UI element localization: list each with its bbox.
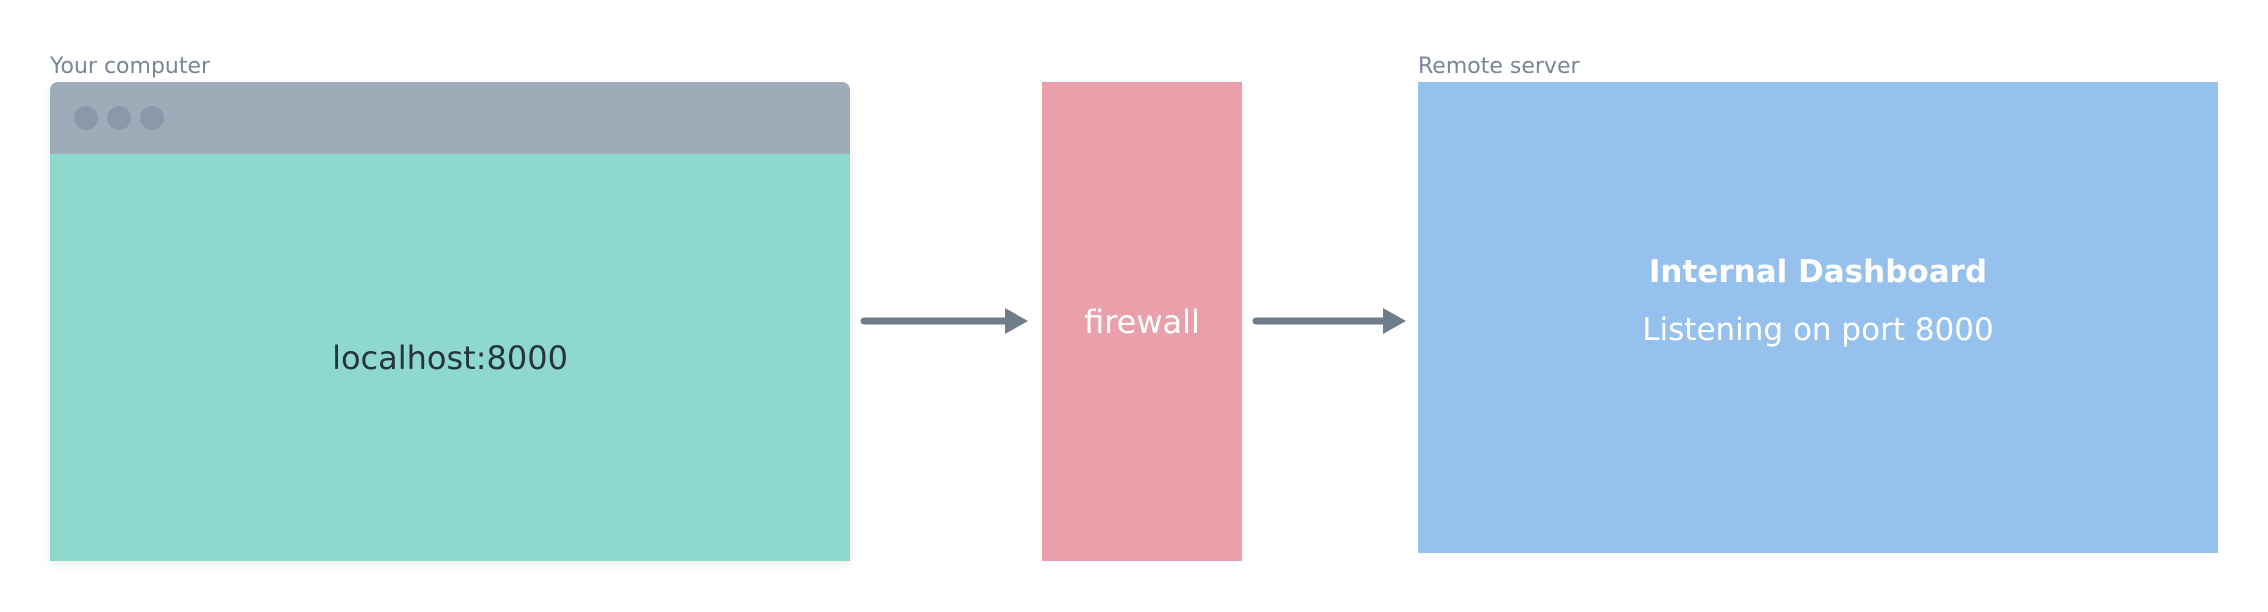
remote-server-label: Remote server	[1418, 54, 1580, 79]
arrow-right-icon	[860, 308, 1028, 334]
arrow-right-icon	[1252, 308, 1406, 334]
browser-titlebar	[50, 82, 850, 154]
browser-content: localhost:8000	[50, 154, 850, 561]
window-maximize-dot-icon[interactable]	[140, 106, 164, 130]
remote-server-block: Internal Dashboard Listening on port 800…	[1418, 82, 2218, 553]
localhost-url-text: localhost:8000	[332, 338, 568, 377]
window-close-dot-icon[interactable]	[74, 106, 98, 130]
internal-dashboard-title: Internal Dashboard	[1648, 253, 1988, 290]
firewall-block: firewall	[1042, 82, 1242, 561]
your-computer-label: Your computer	[50, 54, 211, 79]
browser-window: localhost:8000	[50, 82, 850, 561]
listening-port-text: Listening on port 8000	[1642, 311, 1994, 348]
window-minimize-dot-icon[interactable]	[107, 106, 131, 130]
firewall-label: firewall	[1084, 302, 1200, 341]
